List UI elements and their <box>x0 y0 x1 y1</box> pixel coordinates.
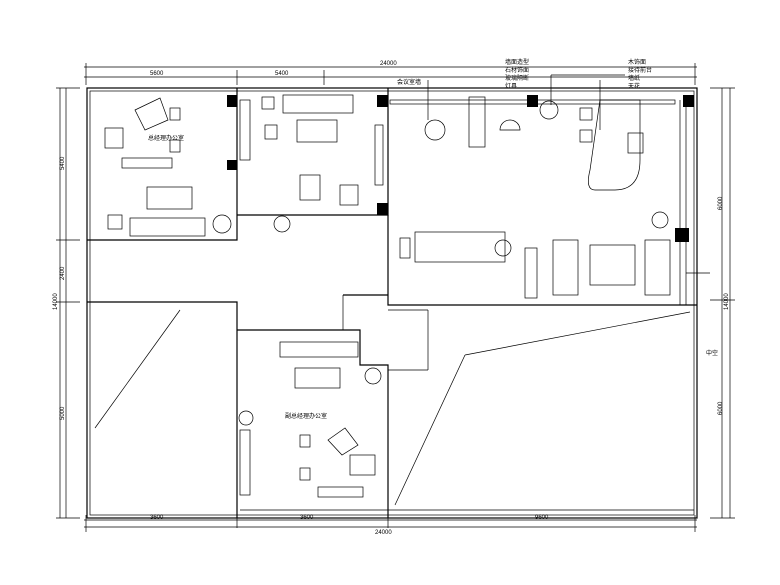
office-bottom-furniture: 副总经理办公室 <box>238 341 382 498</box>
dim-left-total: 14000 <box>53 293 59 310</box>
void-area <box>94 309 691 506</box>
dim-left-seg: 5400 <box>60 156 66 170</box>
walls <box>86 87 698 519</box>
annotation: 石材饰面 <box>505 66 529 74</box>
annotation: 灯具 <box>505 82 517 90</box>
annotation: 会议室墙 <box>397 78 421 86</box>
dim-right-seg: 6000 <box>718 401 724 415</box>
annotation: 墙面造型 <box>505 58 529 66</box>
annotations: 会议室墙 墙面造型 石材饰面 玻璃隔断 灯具 木饰面 接待前台 墙纸 天花 中空 <box>397 58 718 357</box>
room-label: 副总经理办公室 <box>285 412 327 420</box>
dim-top-seg: 5600 <box>150 71 164 77</box>
room-label: 总经理办公室 <box>148 134 184 142</box>
dim-bottom-total: 24000 <box>375 530 392 536</box>
office-top-left-furniture: 总经理办公室 <box>104 97 232 237</box>
right-dimension-chain: 14000 6000 6000 <box>710 87 735 519</box>
annotation: 玻璃隔断 <box>505 74 529 82</box>
dim-top-seg: 5400 <box>275 71 289 77</box>
annotation: 木饰面 <box>628 58 646 66</box>
columns <box>227 95 694 242</box>
dim-left-seg: 5000 <box>60 406 66 420</box>
conference-area-furniture <box>389 96 676 299</box>
annotation: 天花 <box>628 82 640 90</box>
left-dimension-chain: 14000 5400 2400 5000 <box>53 87 80 519</box>
dim-left-seg: 2400 <box>60 266 66 280</box>
annotation: 墙纸 <box>628 74 640 82</box>
annotation: 接待前台 <box>628 66 652 74</box>
office-top-middle-furniture <box>239 94 384 233</box>
annotation: 中空 <box>706 349 718 357</box>
top-dimension-chain: 24000 5600 5400 <box>84 61 697 85</box>
dim-top-total: 24000 <box>380 61 397 67</box>
dim-right-total: 14000 <box>724 293 730 310</box>
dim-right-seg: 6000 <box>718 196 724 210</box>
